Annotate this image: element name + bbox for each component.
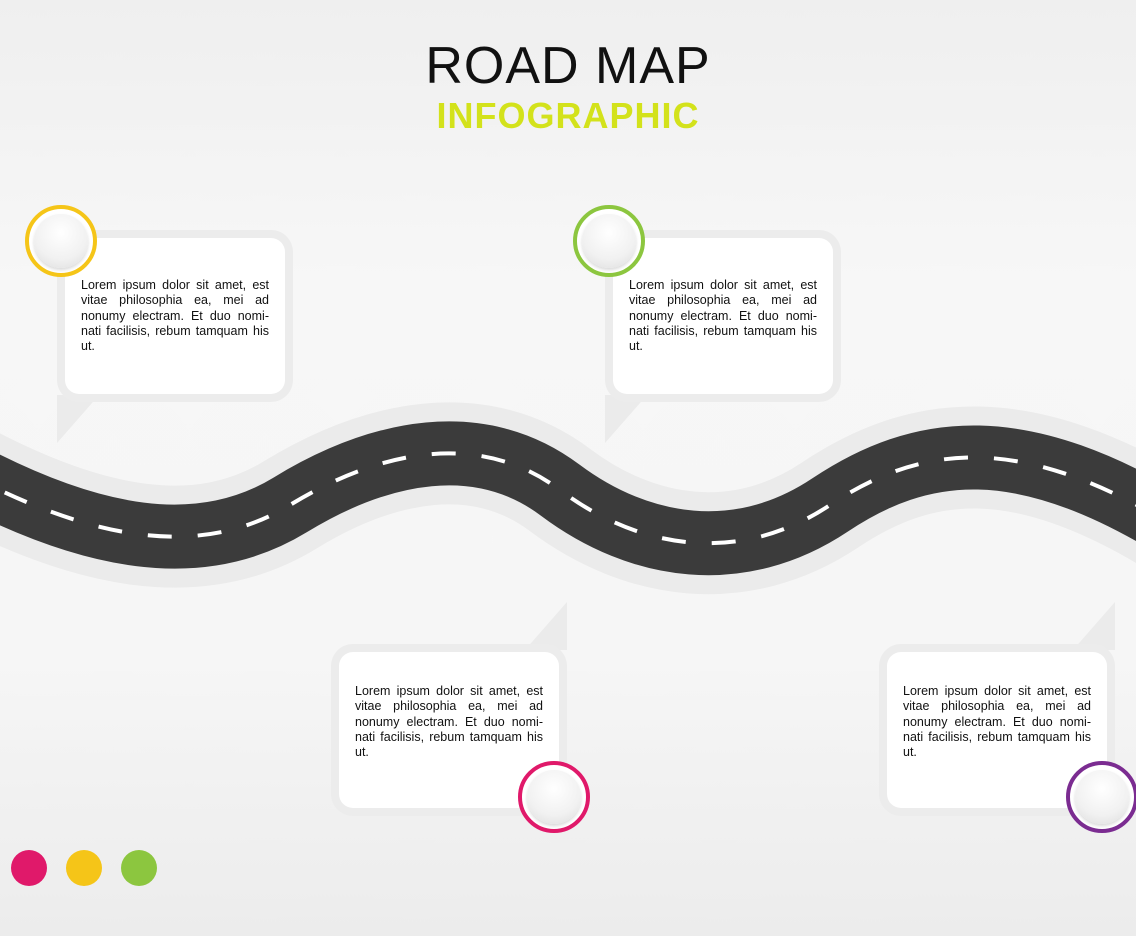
step-card-4: Lorem ipsum dolor sit amet, est vitae ph… xyxy=(887,652,1107,808)
step-4-text: Lorem ipsum dolor sit amet, est vitae ph… xyxy=(903,684,1091,760)
page-subtitle: INFOGRAPHIC xyxy=(436,95,700,136)
page-title: ROAD MAP xyxy=(425,37,711,95)
step-card-2: Lorem ipsum dolor sit amet, est vitae ph… xyxy=(613,238,833,394)
step-marker-3 xyxy=(518,761,590,833)
step-marker-1 xyxy=(25,205,97,277)
step-marker-4 xyxy=(1066,761,1136,833)
legend-dot-green xyxy=(121,850,157,886)
step-marker-4-inner xyxy=(1075,770,1129,824)
step-card-1: Lorem ipsum dolor sit amet, est vitae ph… xyxy=(65,238,285,394)
legend-dot-yellow xyxy=(66,850,102,886)
step-3-text: Lorem ipsum dolor sit amet, est vitae ph… xyxy=(355,684,543,760)
road-surface xyxy=(0,421,1136,576)
step-1-text: Lorem ipsum dolor sit amet, est vitae ph… xyxy=(81,278,269,354)
callout-tail-1 xyxy=(57,395,99,443)
callout-tail-4 xyxy=(1073,602,1115,650)
step-2-text: Lorem ipsum dolor sit amet, est vitae ph… xyxy=(629,278,817,354)
callout-tail-3 xyxy=(525,602,567,650)
step-marker-3-inner xyxy=(527,770,581,824)
step-marker-1-inner xyxy=(34,214,88,268)
step-marker-2 xyxy=(573,205,645,277)
step-marker-2-inner xyxy=(582,214,636,268)
callout-tail-2 xyxy=(605,395,647,443)
legend-dot-magenta xyxy=(11,850,47,886)
step-card-3: Lorem ipsum dolor sit amet, est vitae ph… xyxy=(339,652,559,808)
